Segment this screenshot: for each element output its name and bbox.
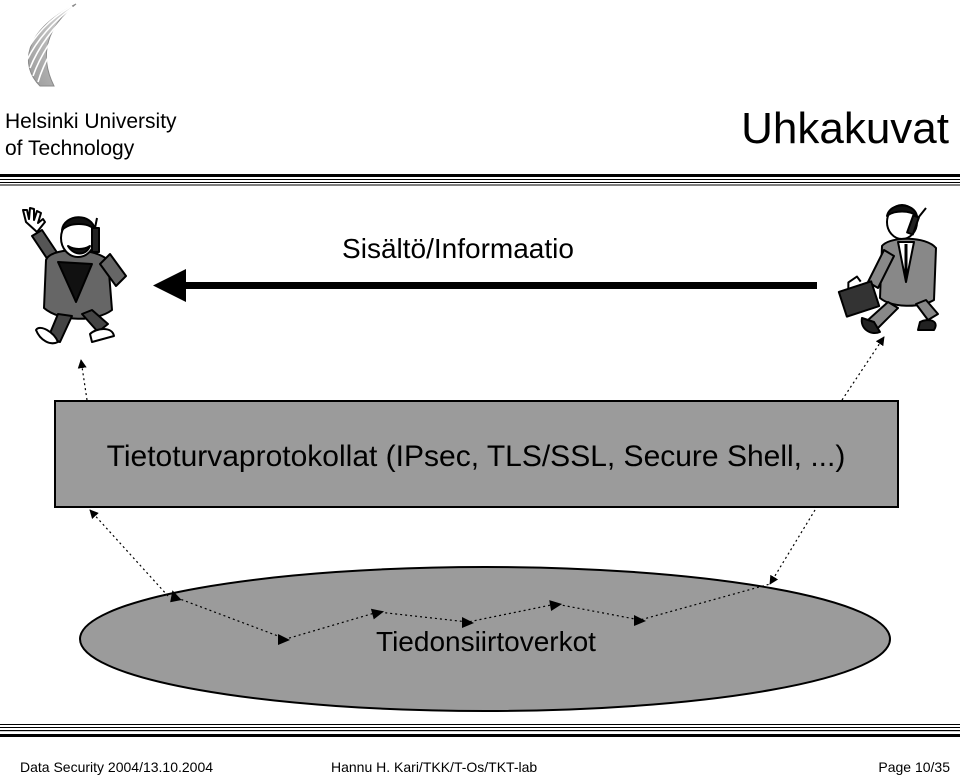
box-to-network-right-line [769, 509, 816, 585]
logo-icon [25, 3, 77, 87]
receiver-person-icon [22, 207, 127, 345]
network-hop-arrows [170, 590, 646, 645]
threat-diagram: Sisältö/Informaatio [22, 204, 939, 712]
university-name-line1: Helsinki University [5, 110, 177, 133]
footer-author: Hannu H. Kari/TKK/T-Os/TKT-lab [331, 759, 538, 775]
network-to-box-left-line [89, 509, 169, 597]
footer-course: Data Security 2004/13.10.2004 [20, 759, 214, 775]
protocol-layer-box [54, 400, 899, 508]
header-rule [0, 174, 960, 186]
footer-rule [0, 724, 960, 737]
network-cloud [79, 566, 891, 712]
info-flow-label: Sisältö/Informaatio [342, 233, 574, 264]
receiver-to-box-line [77, 359, 88, 401]
box-to-sender-line [841, 336, 885, 401]
university-name-line2: of Technology [5, 137, 135, 160]
university-name: Helsinki University of Technology [5, 108, 177, 162]
info-flow-arrow [153, 269, 817, 302]
footer-page-number: Page 10/35 [878, 759, 950, 775]
protocol-layer-label: Tietoturvaprotokollat (IPsec, TLS/SSL, S… [107, 440, 846, 473]
network-label: Tiedonsiirtoverkot [376, 626, 596, 657]
sender-person-icon [837, 204, 939, 334]
page-title: Uhkakuvat [741, 104, 949, 153]
